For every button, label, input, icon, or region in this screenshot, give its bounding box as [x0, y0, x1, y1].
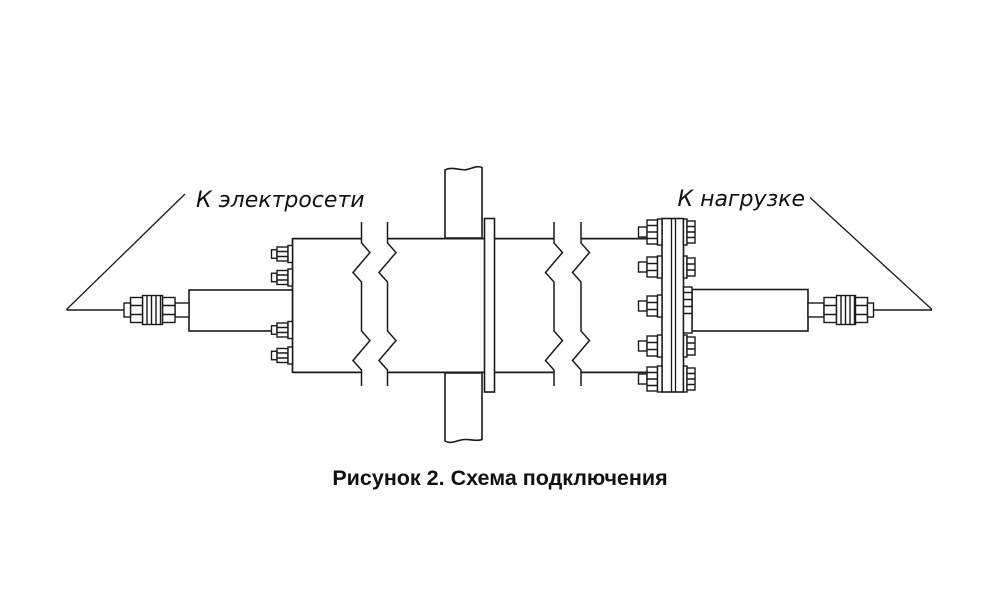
bolt	[637, 294, 663, 318]
nut	[682, 365, 696, 393]
gland-hex-nut	[854, 296, 869, 324]
flange-plate-joint-lines	[670, 218, 677, 392]
gland-collar	[123, 302, 132, 318]
gland-hex-nut	[161, 296, 176, 324]
gland-neck	[174, 302, 190, 318]
bolt	[270, 244, 294, 264]
wall-upper-part	[444, 165, 483, 239]
annotation-to-load: К нагрузке	[677, 187, 805, 212]
gland-ribbed-body	[141, 294, 164, 326]
wall-section	[444, 165, 483, 444]
annotation-to-power-grid: К электросети	[196, 188, 365, 213]
right-body-tube	[691, 288, 809, 332]
bolt	[637, 334, 663, 358]
conduit-pipe	[291, 237, 662, 374]
right-flange-assembly	[637, 217, 932, 393]
gland-neck	[807, 302, 825, 318]
right-cable-gland	[807, 294, 875, 326]
break-line-2	[378, 222, 397, 386]
break-line-4	[571, 222, 591, 386]
bolt	[637, 365, 663, 393]
flange-stud-bolts	[637, 218, 663, 393]
break-line-1	[352, 222, 371, 386]
bolt	[270, 346, 294, 365]
left-enclosure	[66, 244, 294, 365]
nut	[682, 255, 696, 279]
nut	[682, 218, 696, 246]
leader-line-right	[809, 197, 933, 310]
break-line-3	[544, 222, 564, 386]
nut	[682, 334, 696, 358]
leader-line-left	[66, 193, 186, 310]
left-enclosure-bolts	[270, 244, 294, 365]
flange-plate	[661, 217, 685, 393]
bolt	[270, 320, 294, 340]
gland-collar	[866, 302, 875, 318]
gland-hex-nut	[129, 296, 144, 324]
wall-sleeve-plate	[483, 217, 496, 393]
wall-lower-part	[444, 372, 483, 444]
bolt	[270, 268, 294, 287]
bolt	[637, 218, 663, 246]
figure-caption: Рисунок 2. Схема подключения	[332, 466, 667, 490]
break-lines	[352, 222, 591, 386]
left-cable-gland	[123, 294, 190, 326]
left-body-tube	[188, 289, 294, 332]
bolt	[637, 255, 663, 279]
gland-hex-nut	[823, 296, 838, 324]
pipe-body	[292, 238, 662, 373]
flange-nuts	[682, 218, 696, 393]
tube-cap-ring	[682, 286, 693, 334]
